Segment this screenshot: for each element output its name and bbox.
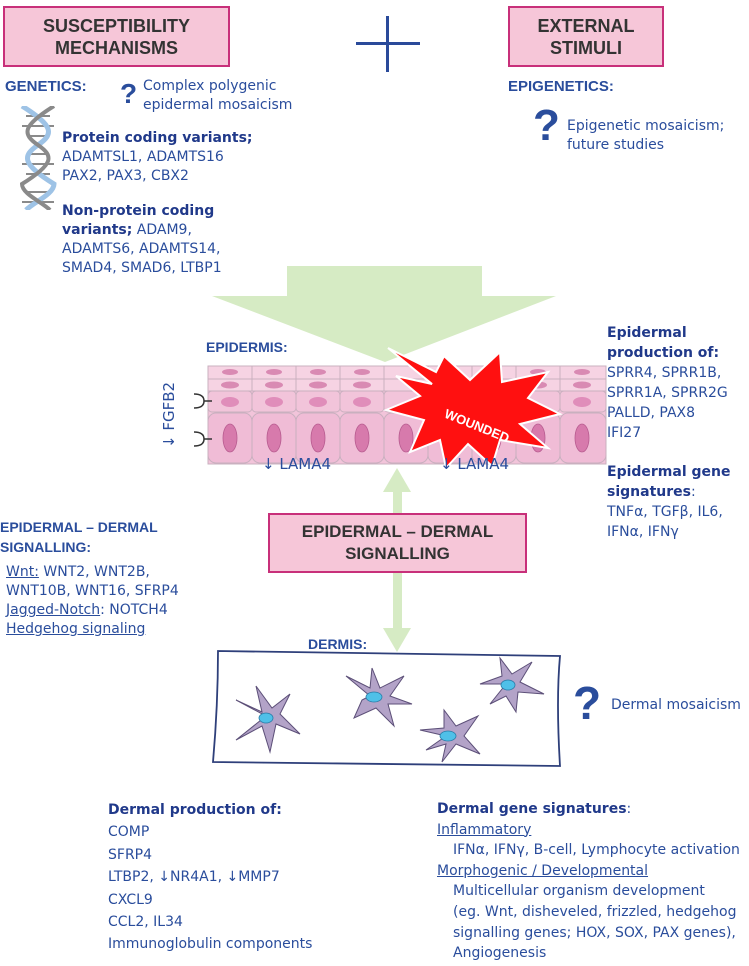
- nonprotein-coding-block: Non-protein coding variants; ADAM9, ADAM…: [62, 202, 222, 278]
- dermal-item: CXCL9: [108, 891, 153, 908]
- nonprotein-first-gene: ADAM9,: [132, 222, 192, 238]
- susceptibility-box: SUSCEPTIBILITY MECHANISMS: [3, 6, 230, 67]
- question-icon: ?: [533, 101, 560, 150]
- wnt-label: Wnt:: [6, 564, 39, 580]
- genetics-heading: GENETICS:: [5, 78, 87, 95]
- wnt-genes-1: WNT2, WNT2B,: [38, 564, 150, 580]
- epidermal-item: SPRR1A, SPRR2G: [607, 385, 728, 401]
- epigenetic-line-1: Epigenetic mosaicism;: [567, 118, 725, 134]
- epidermal-item: SPRR4, SPRR1B,: [607, 365, 722, 381]
- plus-sign: [356, 16, 420, 72]
- morphogenic-item: Angiogenesis: [453, 945, 547, 962]
- dermal-mosaicism-text: Dermal mosaicism: [611, 697, 741, 713]
- dermal-item: LTBP2, ↓NR4A1, ↓MMP7: [108, 869, 280, 886]
- dermal-item: CCL2, IL34: [108, 914, 183, 931]
- notch-gene: : NOTCH4: [100, 602, 168, 618]
- mosaic-line-2: epidermal mosaicism: [143, 97, 293, 113]
- protein-genes-line-2: PAX2, PAX3, CBX2: [62, 168, 189, 184]
- epidermal-item: IFI27: [607, 425, 642, 441]
- nonprotein-heading-2: variants;: [62, 222, 133, 238]
- lama4-left-label: ↓ LAMA4: [262, 455, 332, 473]
- epidermal-signatures-block: Epidermal gene signatures: TNFα, TGFβ, I…: [607, 462, 731, 542]
- nonprotein-genes-line-2: SMAD4, SMAD6, LTBP1: [62, 260, 222, 276]
- epidermal-signatures-heading-2: signatures: [607, 484, 691, 500]
- genetics-mosaic-text: Complex polygenic epidermal mosaicism: [143, 77, 292, 115]
- epigenetic-text: Epigenetic mosaicism; future studies: [567, 117, 724, 155]
- morphogenic-item: (eg. Wnt, disheveled, frizzled, hedgehog: [453, 903, 737, 920]
- mosaic-line-1: Complex polygenic: [143, 78, 277, 94]
- dermal-item: COMP: [108, 824, 150, 841]
- signalling-box-line-1: EPIDERMAL – DERMAL: [301, 522, 494, 541]
- morphogenic-label: Morphogenic / Developmental: [437, 862, 649, 879]
- morphogenic-item: Multicellular organism development: [453, 883, 705, 900]
- epigenetic-line-2: future studies: [567, 137, 665, 153]
- dermal-item: Immunoglobulin components: [108, 936, 313, 953]
- signalling-heading-line-2: SIGNALLING:: [0, 539, 91, 555]
- epidermal-production-heading-1: Epidermal: [607, 325, 687, 341]
- question-icon: ?: [573, 677, 602, 729]
- external-stimuli-box: EXTERNAL STIMULI: [508, 6, 664, 67]
- epidermal-signatures-colon: :: [690, 484, 696, 500]
- epidermal-dermal-signalling-box: EPIDERMAL – DERMAL SIGNALLING: [268, 513, 527, 573]
- signalling-heading-line-1: EPIDERMAL – DERMAL: [0, 519, 158, 535]
- morphogenic-item: signalling genes; HOX, SOX, PAX genes),: [453, 924, 736, 941]
- signalling-box-line-2: SIGNALLING: [345, 544, 450, 563]
- wnt-genes-2: WNT10B, WNT16, SFRP4: [6, 583, 179, 599]
- lama4-right-label: ↓ LAMA4: [440, 455, 510, 473]
- dermal-signatures-block: Dermal gene signatures: Inflammatory IFN…: [437, 799, 740, 964]
- external-line-2: STIMULI: [550, 37, 622, 58]
- dermal-signatures-colon: :: [626, 801, 632, 817]
- dna-helix-icon: [19, 106, 57, 210]
- epidermis-label: EPIDERMIS:: [206, 339, 288, 355]
- dermal-signatures-heading: Dermal gene signatures: [437, 801, 627, 817]
- nonprotein-genes-line-1: ADAMTS6, ADAMTS14,: [62, 241, 221, 257]
- protein-coding-heading: Protein coding variants;: [62, 130, 253, 146]
- nonprotein-heading-1: Non-protein coding: [62, 203, 215, 219]
- inflammatory-label: Inflammatory: [437, 821, 532, 838]
- epidermal-signatures-heading-1: Epidermal gene: [607, 464, 731, 480]
- epidermal-production-block: Epidermal production of: SPRR4, SPRR1B, …: [607, 323, 728, 443]
- epidermal-production-heading-2: production of:: [607, 345, 720, 361]
- signalling-list: Wnt: WNT2, WNT2B, WNT10B, WNT16, SFRP4 J…: [6, 563, 179, 639]
- question-icon: ?: [120, 78, 138, 109]
- protein-coding-block: Protein coding variants; ADAMTSL1, ADAMT…: [62, 129, 253, 186]
- inflammatory-items: IFNα, IFNγ, B-cell, Lymphocyte activatio…: [453, 842, 740, 859]
- dermal-production-heading: Dermal production of:: [108, 802, 282, 818]
- protein-genes-line-1: ADAMTSL1, ADAMTS16: [62, 149, 224, 165]
- dermis-label: DERMIS:: [308, 636, 368, 652]
- hedgehog-label: Hedgehog signaling: [6, 621, 146, 637]
- dermal-item: SFRP4: [108, 846, 153, 863]
- signalling-heading: EPIDERMAL – DERMAL SIGNALLING:: [0, 517, 158, 557]
- epidermal-signature-item: IFNα, IFNγ: [607, 524, 679, 540]
- susceptibility-line-2: MECHANISMS: [54, 37, 178, 58]
- epigenetics-heading: EPIGENETICS:: [508, 78, 614, 95]
- external-line-1: EXTERNAL: [537, 15, 635, 36]
- epidermal-signature-item: TNFα, TGFβ, IL6,: [607, 504, 723, 520]
- wound-starburst: [382, 347, 563, 471]
- susceptibility-line-1: SUSCEPTIBILITY: [42, 15, 190, 36]
- jagged-notch-label: Jagged-Notch: [6, 602, 101, 618]
- dermal-production-block: Dermal production of: COMP SFRP4 LTBP2, …: [108, 799, 312, 956]
- epidermal-item: PALLD, PAX8: [607, 405, 696, 421]
